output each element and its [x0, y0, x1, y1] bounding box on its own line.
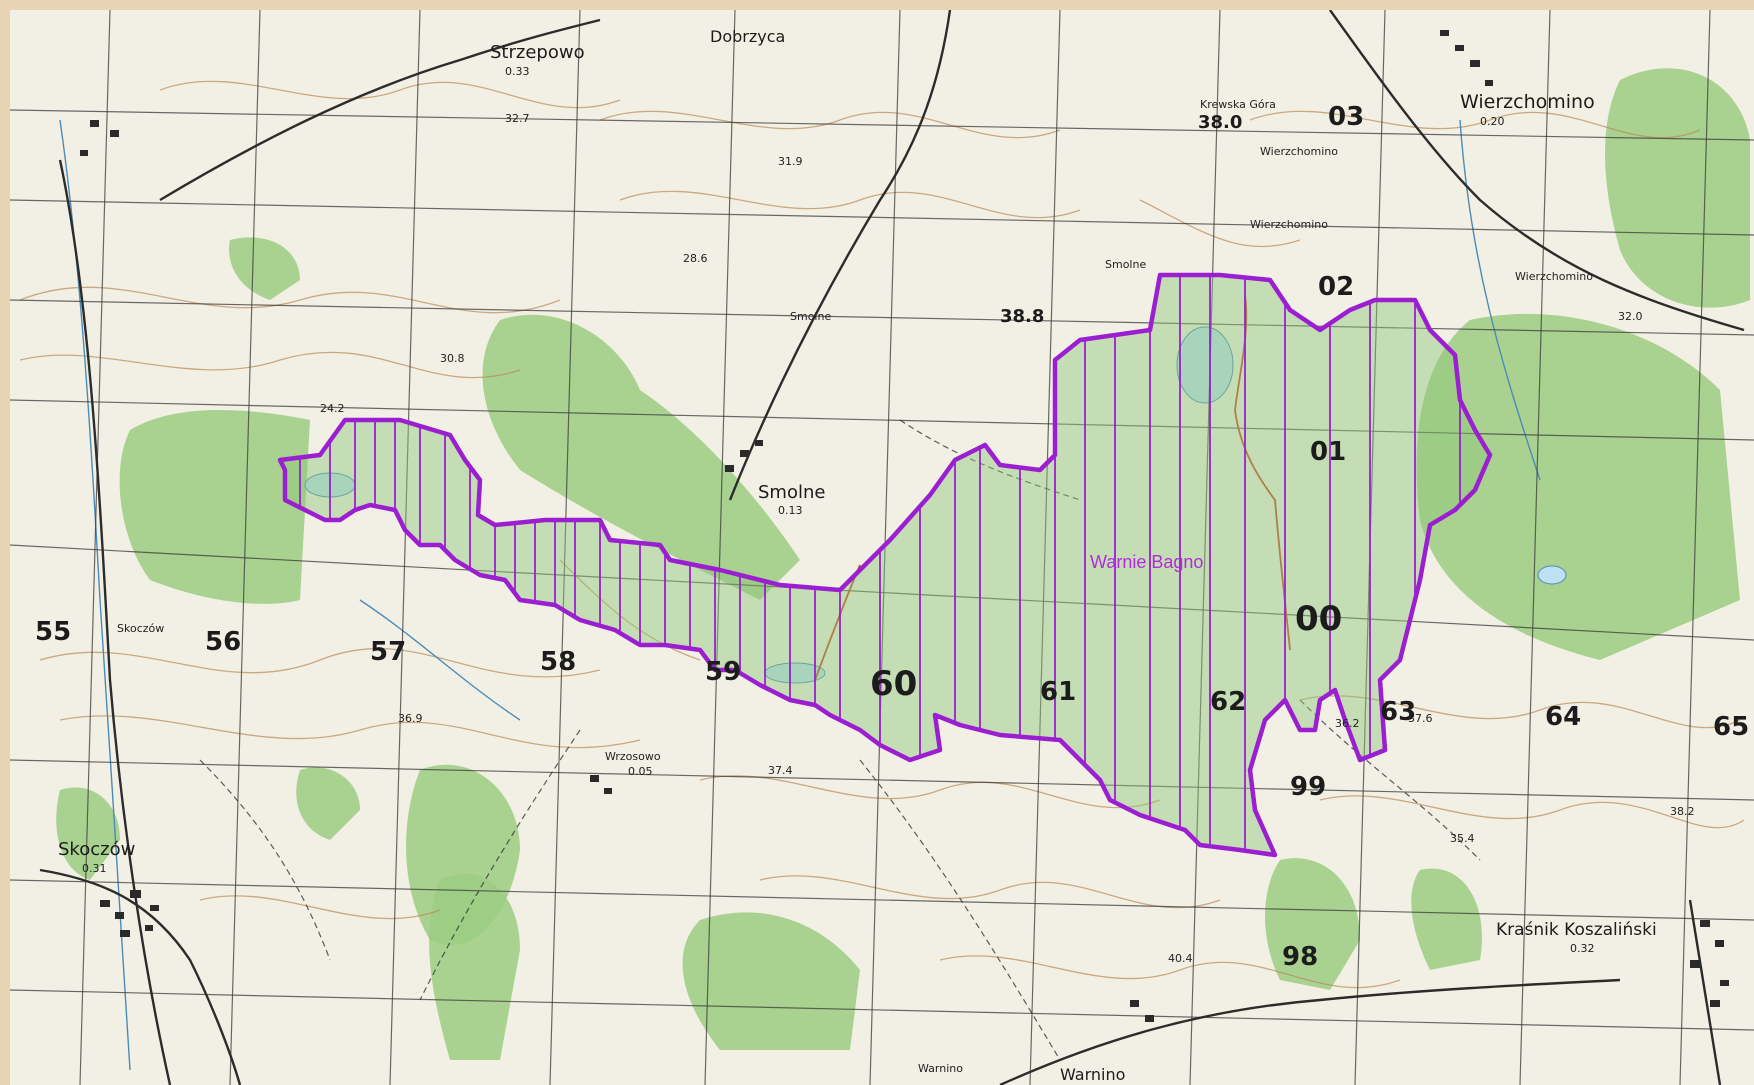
spot-height-37-4: 37.4 [768, 764, 793, 777]
place-warnino: Warnino [918, 1062, 963, 1075]
place-wierzchomino-2: Wierzchomino [1250, 218, 1328, 231]
grid-number-03: 03 [1328, 102, 1364, 132]
place-strzepowo-num: 0.33 [505, 65, 530, 78]
place-wrzosowo: Wrzosowo [605, 750, 661, 763]
forest-areas [56, 68, 1750, 1060]
spot-heights: 38.0 38.8 32.0 36.9 37.4 40.4 35.4 36.2 … [320, 112, 1695, 965]
place-krasnik: Kraśnik Koszaliński [1496, 920, 1657, 940]
reserve-label: Warnie Bagno [1090, 552, 1203, 572]
grid-number-98: 98 [1282, 942, 1318, 972]
grid-numbers: 55 56 57 58 59 60 61 62 63 64 65 00 01 0… [35, 102, 1749, 972]
grid-number-99: 99 [1290, 772, 1326, 802]
spot-height-38-0: 38.0 [1198, 112, 1242, 133]
spot-height-32-0: 32.0 [1618, 310, 1643, 323]
road-east [1329, 10, 1745, 332]
forest-south-2 [429, 873, 520, 1060]
road-krasnik [1688, 899, 1722, 1085]
spot-height-36-9: 36.9 [398, 712, 423, 725]
spot-height-30-8: 30.8 [440, 352, 465, 365]
grid-number-62: 62 [1210, 687, 1246, 717]
grid-number-56: 56 [205, 627, 241, 657]
spot-height-24-2: 24.2 [320, 402, 345, 415]
place-smolne-small2: Smolne [1105, 258, 1146, 271]
place-strzepowo: Strzepowo [490, 42, 585, 63]
place-labels: Strzepowo 0.33 Dobrzyca Wierzchomino 0.2… [58, 27, 1657, 1084]
grid-number-65: 65 [1713, 712, 1749, 742]
place-wierzchomino-num: 0.20 [1480, 115, 1505, 128]
trail [1234, 294, 1291, 651]
grid-number-55: 55 [35, 617, 71, 647]
forest-south-4 [1265, 858, 1360, 990]
reserve-boundary [277, 272, 1493, 858]
forest-skoczow [56, 787, 120, 880]
pond-east [1537, 565, 1567, 585]
place-dobrzyca: Dobrzyca [710, 27, 785, 46]
place-skoczow: Skoczów [58, 839, 135, 860]
spot-height-36-2: 36.2 [1335, 717, 1360, 730]
grid-number-61: 61 [1040, 677, 1076, 707]
forest-southwest [296, 767, 360, 840]
village-buildings [80, 30, 1729, 1022]
place-smolne-small: Smolne [790, 310, 831, 323]
forest-west [119, 410, 310, 604]
place-skoczow-num: 0.31 [82, 862, 107, 875]
spot-height-31-9: 31.9 [778, 155, 803, 168]
spot-height-40-4: 40.4 [1168, 952, 1193, 965]
road-southeast [999, 978, 1621, 1085]
place-wierzchomino-3: Wierzchomino [1515, 270, 1593, 283]
place-krasnik-num: 0.32 [1570, 942, 1595, 955]
grid-number-59: 59 [705, 657, 741, 687]
grid-number-58: 58 [540, 647, 576, 677]
forest-south-5 [1411, 868, 1482, 970]
place-smolne: Smolne [758, 482, 825, 503]
place-warnino-2: Warnino [1060, 1065, 1125, 1084]
grid-number-00: 00 [1295, 599, 1342, 639]
grid-number-64: 64 [1545, 702, 1581, 732]
spot-height-38-2: 38.2 [1670, 805, 1695, 818]
grid-number-60: 60 [870, 664, 917, 704]
roads [39, 10, 1745, 1085]
place-wrzosowo-num: 0.05 [628, 765, 653, 778]
road-south-skoczow [39, 868, 242, 1085]
km-grid [10, 10, 1754, 1085]
grid-number-57: 57 [370, 637, 406, 667]
spot-height-35-4: 35.4 [1450, 832, 1475, 845]
grid-number-02: 02 [1318, 272, 1354, 302]
grid-number-01: 01 [1310, 437, 1346, 467]
place-smolne-num: 0.13 [778, 504, 803, 517]
place-skoczow-small: Skoczów [117, 622, 164, 635]
grid-number-63: 63 [1380, 697, 1416, 727]
forest-east [1416, 313, 1740, 660]
road-smolne [728, 10, 952, 501]
topographic-map: 55 56 57 58 59 60 61 62 63 64 65 00 01 0… [10, 10, 1754, 1085]
road-main-west [58, 159, 172, 1085]
contour-lines [19, 80, 1745, 989]
road-north [159, 18, 601, 202]
forest-northeast [1605, 68, 1750, 308]
place-wierzchomino: Wierzchomino [1460, 91, 1595, 113]
map-canvas: 55 56 57 58 59 60 61 62 63 64 65 00 01 0… [10, 10, 1754, 1085]
forest-north-mid [229, 237, 300, 300]
forest-south-3 [682, 912, 860, 1050]
place-krewska-gora: Krewska Góra [1200, 98, 1276, 111]
spot-height-28-6: 28.6 [683, 252, 708, 265]
spot-height-38-8: 38.8 [1000, 306, 1044, 327]
spot-height-32-7: 32.7 [505, 112, 530, 125]
spot-height-37-6: 37.6 [1408, 712, 1433, 725]
lake-warnie [1176, 326, 1234, 404]
place-wierzchomino-small: Wierzchomino [1260, 145, 1338, 158]
